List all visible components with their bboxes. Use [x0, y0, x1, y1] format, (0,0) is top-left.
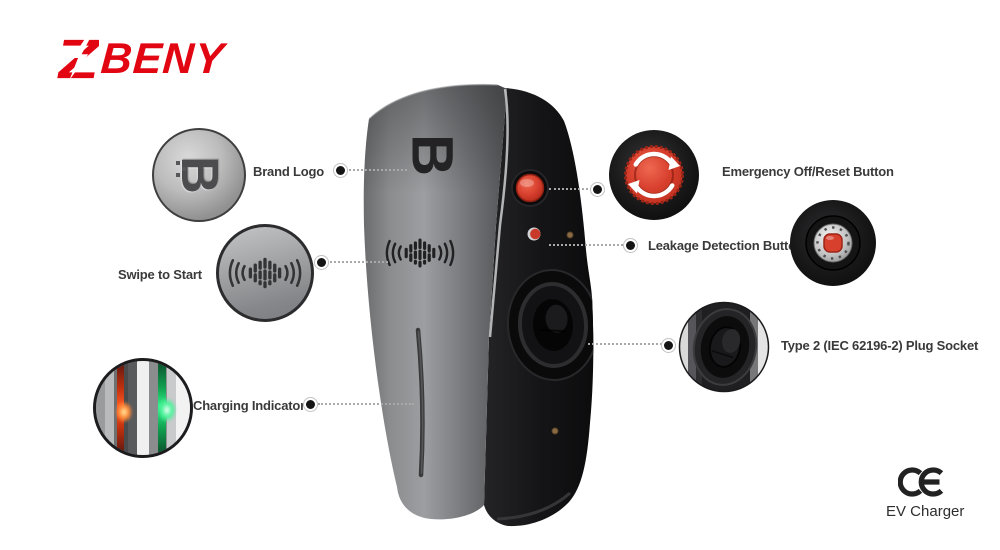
- screw-icon: [566, 231, 574, 239]
- charger-swipe-icon[interactable]: [385, 238, 455, 268]
- red-glow: [111, 396, 136, 427]
- pixel-dot: [182, 167, 186, 171]
- lightning-z-icon: [57, 37, 99, 81]
- callout-dot: [593, 185, 602, 194]
- charger-front-b-logo: B: [400, 134, 465, 176]
- callout-line: [549, 188, 592, 190]
- charger-led-strip: [415, 327, 425, 478]
- callout-label-type2: Type 2 (IEC 62196-2) Plug Socket: [781, 338, 979, 353]
- charger-type2-socket: [506, 269, 594, 381]
- type2-socket-icon: [678, 301, 770, 393]
- emergency-zoom-circle: [608, 129, 700, 221]
- charger-emergency-button[interactable]: [511, 169, 549, 207]
- brand-logo-zoom-circle: B: [152, 128, 246, 222]
- swipe-waves-icon: [228, 257, 302, 289]
- leakage-zoom-circle: [789, 199, 877, 287]
- callout-line: [588, 343, 662, 345]
- charger-leakage-button[interactable]: [527, 227, 541, 241]
- emergency-stop-icon: [609, 130, 699, 220]
- callout-dot: [317, 258, 326, 267]
- pixel-dot: [176, 161, 180, 165]
- callout-label-charging-indicator: Charging Indicator: [193, 398, 305, 413]
- type2-zoom-circle: [678, 301, 770, 393]
- swipe-zoom-circle: [216, 224, 314, 322]
- svg-text:B: B: [400, 134, 465, 176]
- beny-logo: BENY: [55, 34, 227, 83]
- callout-dot: [336, 166, 345, 175]
- callout-line: [549, 244, 623, 246]
- callout-line: [330, 261, 388, 263]
- screw-icon: [551, 427, 559, 435]
- leakage-button-icon: [790, 200, 876, 286]
- brand-wordmark: BENY: [99, 34, 227, 83]
- callout-line: [318, 403, 414, 405]
- callout-dot: [306, 400, 315, 409]
- callout-dot: [664, 341, 673, 350]
- callout-dot: [626, 241, 635, 250]
- callout-label-emergency: Emergency Off/Reset Button: [722, 164, 894, 179]
- pixel-dot: [176, 173, 180, 177]
- ce-mark-icon: [897, 466, 946, 505]
- callout-label-leakage: Leakage Detection Button: [648, 238, 804, 253]
- green-glow: [154, 392, 181, 427]
- charging-indicator-zoom-circle: [93, 358, 193, 458]
- callout-line: [349, 169, 407, 171]
- ev-charger-device: B: [363, 83, 594, 527]
- callout-label-brand-logo: Brand Logo: [253, 164, 324, 179]
- callout-label-swipe-to-start: Swipe to Start: [118, 267, 202, 282]
- product-type-label: EV Charger: [886, 503, 965, 520]
